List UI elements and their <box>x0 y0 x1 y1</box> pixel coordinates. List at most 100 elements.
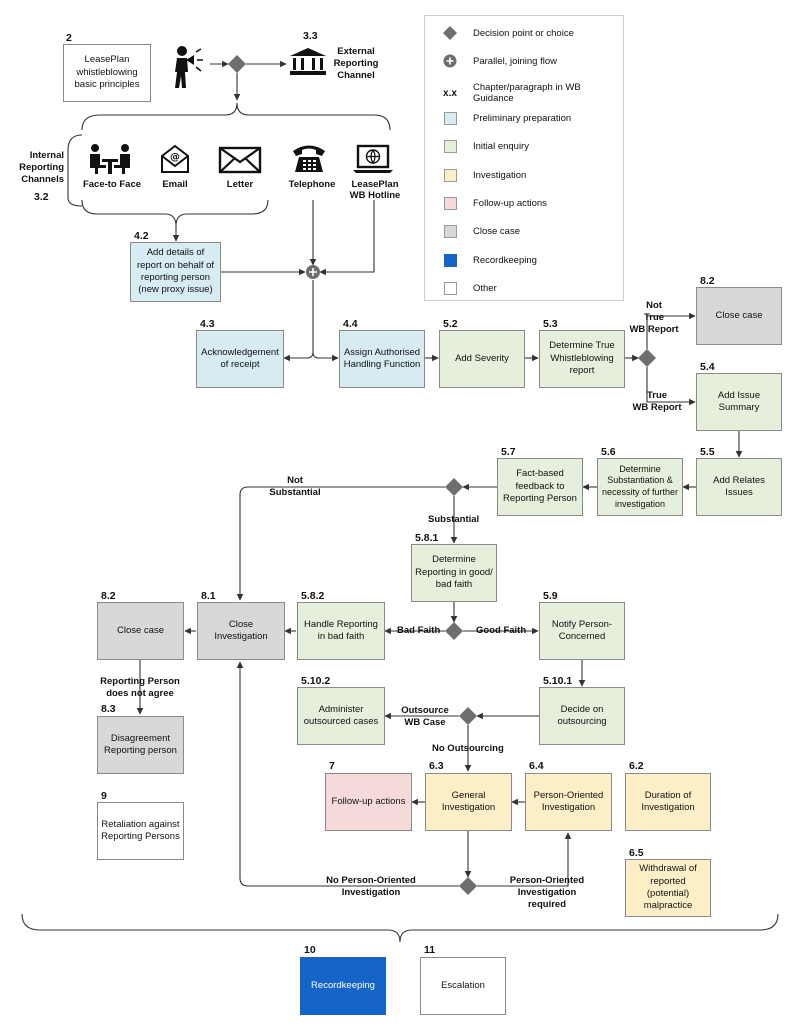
follow-up-box[interactable]: Follow-up actions <box>325 773 412 831</box>
edge-label-not-true: Not True WB Report <box>629 300 679 335</box>
close-case-box[interactable]: Close case <box>97 602 184 660</box>
legend-label: Parallel, joining flow <box>473 55 557 67</box>
edge-label-no-person: No Person-Oriented Investigation <box>326 875 416 898</box>
edge-label-person-required: Person-Oriented Investigation required <box>509 875 585 910</box>
edge-label-true: True WB Report <box>632 390 682 413</box>
section-number: 5.4 <box>700 361 715 373</box>
telephone-icon[interactable] <box>291 142 327 174</box>
proxy-report-box[interactable]: Add details of report on behalf of repor… <box>130 242 221 302</box>
section-number: 4.3 <box>200 318 215 330</box>
xx-symbol: x.x <box>443 87 457 99</box>
legend-label: Other <box>473 282 497 294</box>
svg-text:@: @ <box>170 152 180 163</box>
escalation-box[interactable]: Escalation <box>420 957 506 1015</box>
person-oriented-box[interactable]: Person-Oriented Investigation <box>525 773 612 831</box>
section-number: 5.2 <box>443 318 458 330</box>
section-number: 11 <box>424 944 436 956</box>
edge-label-no-outsourcing: No Outsourcing <box>432 743 504 754</box>
section-number: 6.4 <box>529 760 544 772</box>
duration-box[interactable]: Duration of Investigation <box>625 773 711 831</box>
internal-channels-label: Internal Reporting Channels <box>19 150 64 185</box>
legend-item: Preliminary preparation <box>425 111 571 125</box>
legend-label: Preliminary preparation <box>473 112 572 124</box>
section-number: 7 <box>329 760 335 772</box>
edge-label-bad-faith: Bad Faith <box>397 625 441 636</box>
envelope-icon[interactable] <box>218 146 262 174</box>
assign-handling-box[interactable]: Assign Authorised Handling Function <box>339 330 425 388</box>
legend-item: Other <box>425 281 497 295</box>
retaliation-box[interactable]: Retaliation against Reporting Persons <box>97 802 184 860</box>
meeting-people-icon[interactable] <box>86 143 134 175</box>
swatch-followup <box>443 196 457 210</box>
administer-outsourced-box[interactable]: Administer outsourced cases <box>297 687 385 745</box>
legend-item: Follow-up actions <box>425 196 547 210</box>
edge-label-substantial: Substantial <box>428 514 480 525</box>
section-number: 8.2 <box>101 590 116 602</box>
section-number: 2 <box>66 32 72 44</box>
section-number: 4.4 <box>343 318 358 330</box>
add-severity-box[interactable]: Add Severity <box>439 330 525 388</box>
feedback-box[interactable]: Fact-based feedback to Reporting Person <box>497 458 583 516</box>
principles-box[interactable]: LeasePlan whistleblowing basic principle… <box>63 44 151 102</box>
email-icon[interactable]: @ <box>160 144 190 174</box>
legend-item: Recordkeeping <box>425 253 537 267</box>
swatch-close <box>443 224 457 238</box>
close-case-box[interactable]: Close case <box>696 287 782 345</box>
section-number: 6.2 <box>629 760 644 772</box>
section-number: 5.10.2 <box>301 675 331 687</box>
section-number: 8.3 <box>101 703 116 715</box>
close-investigation-box[interactable]: Close Investigation <box>197 602 285 660</box>
acknowledgement-box[interactable]: Acknowledgement of receipt <box>196 330 284 388</box>
outsourcing-box[interactable]: Decide on outsourcing <box>539 687 625 745</box>
whistleblower-icon <box>175 46 203 88</box>
general-investigation-box[interactable]: General Investigation <box>425 773 512 831</box>
swatch-recordkeeping <box>443 253 457 267</box>
swatch-other <box>443 281 457 295</box>
notify-person-box[interactable]: Notify Person-Concerned <box>539 602 625 660</box>
section-number: 3.3 <box>303 30 318 42</box>
section-number: 6.5 <box>629 847 644 859</box>
legend-item: x.x Chapter/paragraph in WB Guidance <box>425 82 623 104</box>
legend-label: Investigation <box>473 169 527 181</box>
section-number: 5.9 <box>543 590 558 602</box>
legend-item: Parallel, joining flow <box>425 54 557 68</box>
section-number: 5.8.2 <box>301 590 325 602</box>
bad-faith-box[interactable]: Handle Reporting in bad faith <box>297 602 385 660</box>
issue-summary-box[interactable]: Add Issue Summary <box>696 373 782 431</box>
legend-item: Close case <box>425 224 520 238</box>
channel-label-telephone: Telephone <box>288 179 336 190</box>
relates-issues-box[interactable]: Add Relates Issues <box>696 458 782 516</box>
diamond-icon <box>443 26 457 40</box>
laptop-globe-icon[interactable] <box>352 144 394 174</box>
section-number: 5.7 <box>501 446 516 458</box>
edge-label-not-substantial: Not Substantial <box>269 475 321 498</box>
section-number: 4.2 <box>134 230 149 242</box>
good-bad-faith-box[interactable]: Determine Reporting in good/ bad faith <box>411 544 497 602</box>
legend: Decision point or choice Parallel, joini… <box>424 15 624 301</box>
swatch-enquiry <box>443 139 457 153</box>
section-number: 5.5 <box>700 446 715 458</box>
institution-building-icon <box>290 48 326 75</box>
recordkeeping-box[interactable]: Recordkeeping <box>300 957 386 1015</box>
withdrawal-box[interactable]: Withdrawal of reported (potential) malpr… <box>625 859 711 917</box>
section-number: 8.1 <box>201 590 216 602</box>
determine-true-box[interactable]: Determine True Whistleblowing report <box>539 330 625 388</box>
swatch-investigation <box>443 168 457 182</box>
disagreement-box[interactable]: Disagreement Reporting person <box>97 716 184 774</box>
section-number: 5.6 <box>601 446 616 458</box>
section-number: 5.3 <box>543 318 558 330</box>
edge-label-outsource: Outsource WB Case <box>401 705 449 728</box>
section-number: 9 <box>101 790 107 802</box>
section-number: 8.2 <box>700 275 715 287</box>
substantiation-box[interactable]: Determine Substantiation & necessity of … <box>597 458 683 516</box>
section-number: 5.10.1 <box>543 675 573 687</box>
legend-label: Close case <box>473 225 520 237</box>
legend-item: Initial enquiry <box>425 139 529 153</box>
edge-label-good-faith: Good Faith <box>476 625 527 636</box>
legend-item: Decision point or choice <box>425 26 574 40</box>
external-channel-label: External Reporting Channel <box>333 46 379 81</box>
section-number: 6.3 <box>429 760 444 772</box>
legend-item: Investigation <box>425 168 526 182</box>
channel-label-email: Email <box>162 179 188 190</box>
